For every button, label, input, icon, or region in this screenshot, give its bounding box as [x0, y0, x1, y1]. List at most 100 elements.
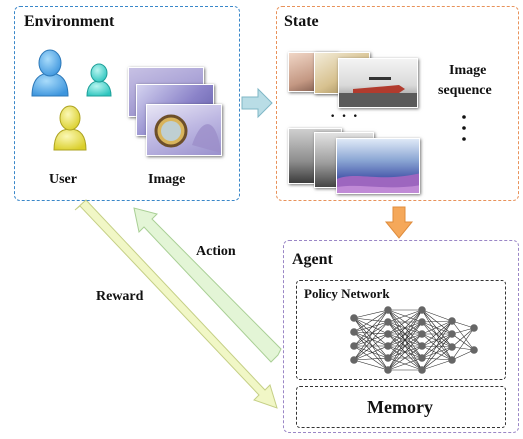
network-connection	[387, 309, 423, 371]
memory-box	[296, 386, 506, 428]
network-connection	[421, 333, 453, 361]
network-connection	[451, 327, 475, 335]
person-icon-blue	[31, 49, 69, 97]
user-label: User	[49, 172, 77, 187]
neural-network-icon	[350, 306, 478, 374]
network-connection	[387, 309, 423, 359]
network-connection	[353, 321, 389, 347]
neuron-node	[384, 366, 392, 374]
vertical-ellipsis-icon	[462, 115, 466, 141]
network-connection	[421, 346, 453, 359]
network-connection	[387, 333, 423, 371]
action-arrow	[133, 207, 282, 363]
network-connection	[421, 320, 453, 371]
network-connection	[421, 321, 453, 335]
environment-title: Environment	[24, 13, 115, 30]
person-icon-yellow	[53, 105, 87, 151]
network-connection	[353, 357, 389, 361]
network-connection	[387, 309, 423, 347]
network-connection	[353, 317, 389, 371]
state-to-agent-arrow	[384, 206, 414, 239]
agent-title: Agent	[292, 251, 333, 268]
image-sequence-label-line2: sequence	[438, 83, 492, 98]
photo-thumbnail-icon	[146, 104, 222, 156]
agent-box	[283, 240, 519, 433]
network-connection	[353, 359, 389, 371]
neuron-node	[418, 306, 426, 314]
image-label: Image	[148, 172, 186, 187]
network-connection	[387, 321, 423, 371]
photo-thumbnail-icon	[336, 138, 420, 194]
neuron-node	[384, 306, 392, 314]
person-icon-cyan	[86, 63, 112, 97]
network-connection	[421, 333, 453, 371]
network-connection	[451, 333, 475, 351]
neuron-node	[350, 356, 358, 364]
network-connection	[421, 309, 453, 335]
network-connection	[451, 327, 475, 361]
network-connection	[421, 333, 453, 347]
network-connection	[387, 357, 423, 371]
network-connection	[421, 357, 453, 361]
neuron-node	[418, 354, 426, 362]
network-connection	[353, 345, 389, 371]
neuron-node	[470, 324, 478, 332]
network-connection	[353, 309, 389, 333]
network-connection	[421, 320, 453, 323]
network-connection	[421, 345, 453, 348]
memory-title: Memory	[367, 397, 433, 417]
state-title: State	[284, 13, 319, 30]
network-connection	[421, 309, 453, 322]
network-connection	[421, 309, 453, 361]
network-connection	[353, 345, 389, 359]
network-connection	[353, 321, 389, 361]
neuron-node	[384, 330, 392, 338]
neuron-node	[448, 343, 456, 351]
env-to-state-arrow	[241, 87, 273, 119]
network-connection	[421, 345, 453, 361]
neuron-node	[350, 314, 358, 322]
network-connection	[421, 359, 453, 371]
photo-thumbnail-icon	[338, 58, 418, 108]
network-connection	[421, 321, 453, 348]
network-connection	[353, 331, 389, 359]
network-connection	[353, 317, 389, 323]
network-connection	[353, 333, 389, 361]
network-connection	[353, 309, 389, 347]
network-connection	[421, 333, 453, 348]
neuron-node	[350, 342, 358, 350]
network-connection	[387, 309, 423, 323]
network-connection	[353, 331, 389, 371]
network-connection	[451, 320, 475, 351]
reward-arrow	[74, 199, 278, 409]
horizontal-ellipsis: · · ·	[330, 108, 360, 125]
network-connection	[451, 349, 475, 361]
network-connection	[421, 321, 453, 361]
neuron-node	[418, 318, 426, 326]
network-connection	[421, 309, 453, 348]
state-box	[276, 6, 519, 201]
network-connection	[421, 346, 453, 371]
network-connection	[387, 345, 423, 371]
action-label: Action	[196, 244, 236, 259]
network-connection	[353, 331, 389, 335]
network-connection	[353, 333, 389, 347]
network-connection	[421, 320, 453, 335]
network-connection	[353, 309, 389, 319]
network-connection	[353, 331, 389, 347]
neuron-node	[418, 366, 426, 374]
network-connection	[451, 320, 475, 329]
neuron-node	[448, 356, 456, 364]
network-connection	[421, 320, 453, 347]
neuron-node	[384, 354, 392, 362]
network-connection	[353, 309, 389, 361]
neuron-node	[448, 330, 456, 338]
network-connection	[353, 345, 389, 361]
network-connection	[451, 327, 475, 348]
network-connection	[353, 317, 389, 347]
policy-network-title: Policy Network	[304, 286, 390, 301]
network-connection	[353, 321, 389, 333]
reward-label: Reward	[96, 289, 144, 304]
neuron-node	[418, 330, 426, 338]
